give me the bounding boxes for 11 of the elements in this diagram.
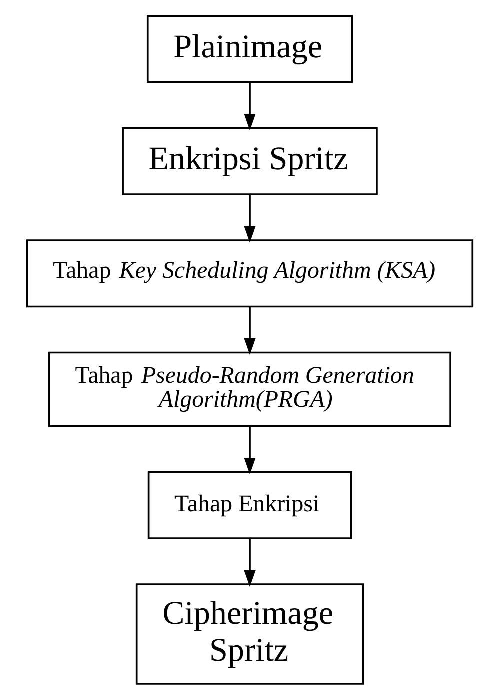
arrow [244,426,256,475]
node-box: Enkripsi Spritz [122,127,378,196]
arrow [244,538,256,588]
arrow [244,307,256,355]
node-box: Tahap Key Scheduling Algorithm (KSA) [26,240,474,308]
node-box: Tahap Enkripsi [147,471,352,540]
arrow [244,82,256,131]
node-box: Plainimage [146,15,353,84]
arrow [244,194,256,243]
node-box: Cipherimage Spritz [135,584,364,685]
node-box: Tahap Pseudo-Random Generation Algorithm(PRGA) [48,352,451,428]
